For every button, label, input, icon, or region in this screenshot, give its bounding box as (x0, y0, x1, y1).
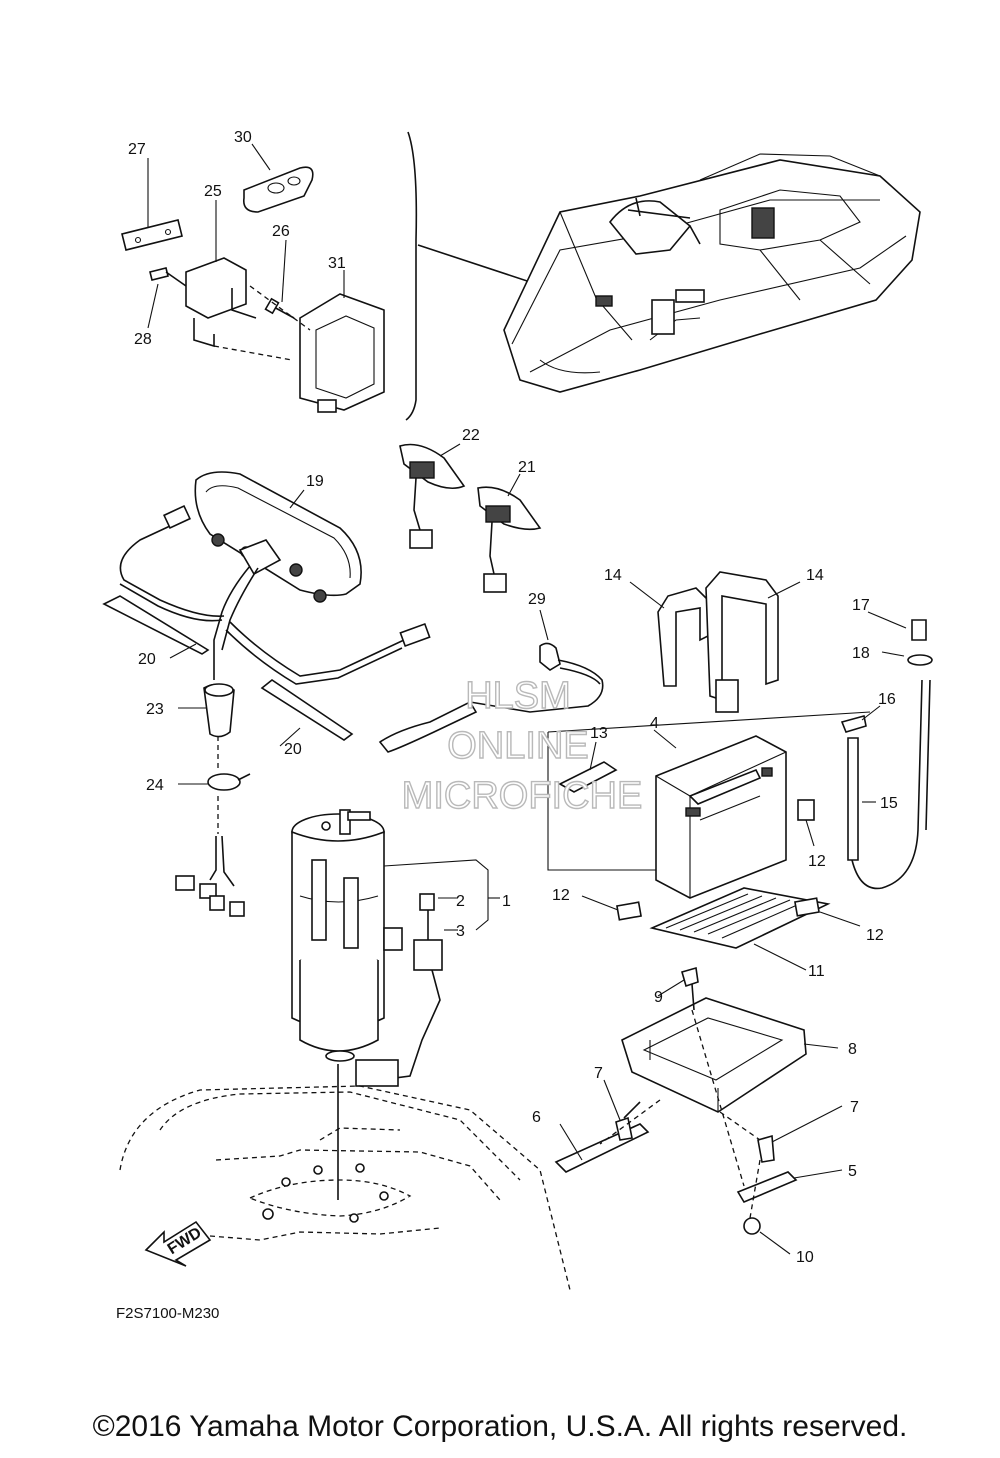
watermark-line-2: ONLINE (447, 725, 588, 767)
callout-7: 7 (850, 1099, 859, 1116)
callout-26: 26 (272, 223, 290, 240)
callout-14: 14 (604, 567, 622, 584)
remote-fob-part (242, 166, 314, 213)
pin-part (149, 267, 169, 281)
callout-9: 9 (654, 989, 663, 1006)
strap-part (657, 587, 709, 687)
callout-30: 30 (234, 129, 252, 146)
callout-3: 3 (456, 923, 465, 940)
callout-4: 4 (650, 715, 659, 732)
meter-assembly (102, 471, 431, 917)
pad-part (794, 897, 820, 917)
battery-box-part (621, 997, 807, 1113)
bracket-part (554, 1123, 650, 1173)
callout-12: 12 (552, 887, 570, 904)
callout-15: 15 (880, 795, 898, 812)
callout-10: 10 (796, 1249, 814, 1266)
meter-part (194, 471, 362, 597)
callout-27: 27 (128, 141, 146, 158)
callout-18: 18 (852, 645, 870, 662)
bar-part (558, 761, 618, 793)
callout-20: 20 (284, 741, 302, 758)
callout-8: 8 (848, 1041, 857, 1058)
callout-12: 12 (866, 927, 884, 944)
callout-17: 17 (852, 597, 870, 614)
callout-21: 21 (518, 459, 536, 476)
hose-part (847, 737, 859, 861)
callout-20: 20 (138, 651, 156, 668)
pad-part (616, 901, 642, 921)
callout-22: 22 (462, 427, 480, 444)
battery-part (655, 735, 787, 899)
plate-part (121, 219, 183, 251)
callout-23: 23 (146, 701, 164, 718)
clamp-part (207, 773, 241, 791)
receiver-box-part (299, 293, 385, 411)
callout-14: 14 (806, 567, 824, 584)
callout-5: 5 (848, 1163, 857, 1180)
watercraft-illustration (503, 153, 921, 393)
callout-31: 31 (328, 255, 346, 272)
callout-19: 19 (306, 473, 324, 490)
switch-assemblies (399, 443, 542, 593)
battery-assembly (547, 571, 933, 1255)
callout-2: 2 (456, 893, 465, 910)
callout-13: 13 (590, 725, 608, 742)
callout-labels: 1 2 3 4 5 6 7 7 8 9 10 11 12 12 12 13 14… (116, 129, 898, 1322)
callout-29: 29 (528, 591, 546, 608)
watermark-line-1: HLSM (465, 675, 571, 717)
bracket-part (185, 257, 247, 319)
callout-28: 28 (134, 331, 152, 348)
sensor-assembly (378, 609, 604, 753)
callout-7: 7 (594, 1065, 603, 1082)
cable-tie-part (102, 595, 210, 655)
watermark-line-3: MICROFICHE (402, 775, 643, 817)
remote-receiver-assembly (121, 131, 601, 421)
callout-25: 25 (204, 183, 222, 200)
bracket-part (736, 1171, 798, 1204)
sensor-part (539, 642, 561, 671)
copyright-footer: ©2016 Yamaha Motor Corporation, U.S.A. A… (92, 1410, 908, 1443)
callout-11: 11 (808, 963, 825, 980)
callout-1: 1 (502, 893, 511, 910)
callout-24: 24 (146, 777, 164, 794)
pad-part (797, 799, 815, 821)
sender-part (419, 893, 435, 911)
forward-arrow-icon: FWD (144, 1220, 212, 1267)
cable-tie-part (260, 679, 354, 741)
parts-diagram: FWD (102, 129, 933, 1322)
figure-code: F2S7100-M230 (116, 1305, 219, 1322)
callout-6: 6 (532, 1109, 541, 1126)
callout-16: 16 (878, 691, 896, 708)
fuel-pump-assembly (291, 809, 500, 1200)
watermark: HLSM ONLINE MICROFICHE (401, 674, 643, 817)
callout-12: 12 (808, 853, 826, 870)
nut-part (743, 1217, 761, 1235)
fuel-tank-outline (119, 1085, 571, 1291)
